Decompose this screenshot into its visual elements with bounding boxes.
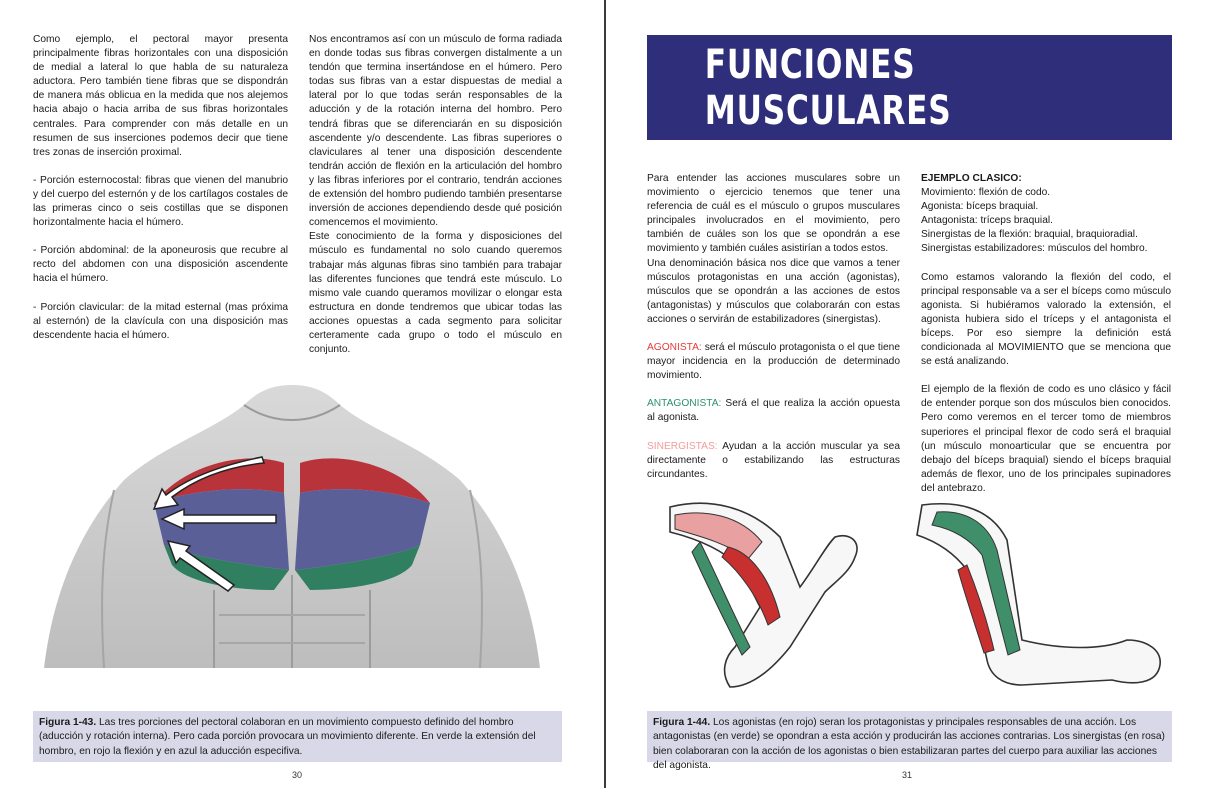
paragraph: Este conocimiento de la forma y disposic… — [309, 231, 562, 356]
right-col2: EJEMPLO CLASICO: Movimiento: flexión de … — [921, 172, 1171, 510]
paragraph: Para entender las acciones musculares so… — [647, 173, 900, 255]
right-col1: Para entender las acciones musculares so… — [647, 172, 900, 496]
antagonist-green — [691, 541, 751, 656]
example-line: Agonista: bíceps braquial. — [921, 201, 1039, 213]
figure-caption: Figura 1-43. Las tres porciones del pect… — [33, 711, 562, 762]
antagonist-green — [931, 511, 1021, 656]
synergist-pink — [674, 512, 763, 560]
left-pectoral-red — [154, 458, 284, 503]
agonist-red — [957, 564, 995, 654]
sinergistas-term: SINERGISTAS: — [647, 440, 718, 452]
antagonista-text: Será el que realiza la acción opuesta al… — [647, 398, 900, 424]
example-line: Sinergistas estabilizadores: músculos de… — [921, 243, 1148, 255]
pectoral-illustration — [44, 385, 540, 668]
chapter-banner: FUNCIONES MUSCULARES — [647, 35, 1172, 140]
paragraph: El ejemplo de la flexión de codo es uno … — [921, 384, 1171, 494]
caption-label: Figura 1-44. — [653, 717, 711, 728]
page-spine — [604, 0, 606, 788]
paragraph: - Porción abdominal: de la aponeurosis q… — [33, 245, 288, 285]
caption-label: Figura 1-43. — [39, 717, 97, 728]
left-page: Como ejemplo, el pectoral mayor presenta… — [0, 0, 604, 788]
left-col2: Nos encontramos así con un músculo de fo… — [309, 33, 562, 357]
paragraph: Como ejemplo, el pectoral mayor presenta… — [33, 34, 288, 158]
figure-caption: Figura 1-44. Los agonistas (en rojo) ser… — [647, 711, 1172, 771]
antagonista-definition: ANTAGONISTA: Será el que realiza la acci… — [647, 397, 900, 425]
example-heading: EJEMPLO CLASICO: — [921, 173, 1022, 184]
caption-text: Las tres porciones del pectoral colabora… — [39, 717, 536, 757]
page-number: 30 — [292, 770, 303, 780]
paragraph: Nos encontramos así con un músculo de fo… — [309, 34, 562, 229]
page-number: 31 — [902, 770, 913, 780]
agonista-term: AGONISTA: — [647, 342, 702, 354]
example-line: Antagonista: tríceps braquial. — [921, 215, 1053, 227]
caption-text: Los agonistas (en rojo) seran los protag… — [653, 717, 1165, 772]
left-pectoral-green — [164, 545, 289, 590]
sinergistas-definition: SINERGISTAS: Ayudan a la acción muscular… — [647, 440, 900, 482]
paragraph: Como estamos valorando la flexión del co… — [921, 271, 1171, 368]
example-line: Sinergistas de la flexión: braquial, bra… — [921, 229, 1138, 241]
paragraph: - Porción clavicular: de la mitad estern… — [33, 301, 288, 341]
agonist-red — [721, 546, 781, 626]
sinergistas-text: Ayudan a la acción muscular ya sea direc… — [647, 440, 900, 480]
agonista-text: será el músculo protagonista o el que ti… — [647, 342, 900, 382]
extended-arm-illustration — [916, 502, 1161, 686]
paragraph: Una denominación básica nos dice que vam… — [647, 257, 900, 325]
right-page: FUNCIONES MUSCULARES Para entender las a… — [606, 0, 1211, 788]
agonista-definition: AGONISTA: será el músculo protagonista o… — [647, 341, 900, 383]
left-col1: Como ejemplo, el pectoral mayor presenta… — [33, 33, 288, 357]
arrow-icon — [152, 456, 277, 592]
flexed-arm-illustration — [669, 502, 858, 688]
chapter-title: FUNCIONES MUSCULARES — [704, 41, 952, 134]
example-line: Movimiento: flexión de codo. — [921, 187, 1051, 199]
paragraph: - Porción esternocostal: fibras que vien… — [33, 174, 288, 229]
antagonista-term: ANTAGONISTA: — [647, 398, 722, 410]
